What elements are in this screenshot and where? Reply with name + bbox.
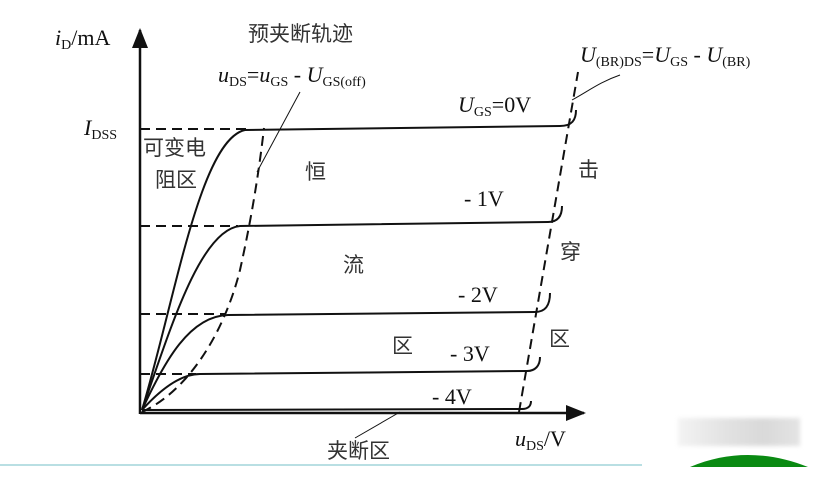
- breakdown-char-2: 穿: [560, 240, 581, 264]
- x-axis-label: uDS/V: [515, 426, 566, 454]
- pinchoff-region-label: 夹断区: [327, 439, 390, 463]
- breakdown-char-3: 区: [549, 327, 570, 351]
- curve-ugs-minus2v: [141, 292, 551, 411]
- y-axis-label: iD/mA: [55, 25, 111, 53]
- ugs-minus2v-label: - 2V: [458, 282, 498, 307]
- breakdown-trajectory: [518, 71, 579, 413]
- curve-ugs-minus4v: [141, 400, 532, 411]
- breakdown-pointer: [571, 74, 621, 101]
- blurred-watermark: [678, 418, 800, 446]
- preclamp-trajectory: [141, 127, 265, 413]
- ugs-minus1v-label: - 1V: [464, 186, 504, 211]
- ugs-0v-label: UGS=0V: [458, 92, 532, 120]
- variable-resistance-region-line2: 阻区: [155, 168, 197, 192]
- curve-ugs-minus3v: [141, 356, 541, 411]
- curve-ugs-0v: [141, 109, 577, 411]
- preclamp-pointer: [256, 91, 301, 173]
- ugs-minus3v-label: - 3V: [450, 341, 490, 366]
- curve-ugs-minus1v: [141, 205, 563, 411]
- idss-label: IDSS: [84, 115, 118, 143]
- ugs-minus4v-label: - 4V: [432, 384, 472, 409]
- preclamp-title: 预夹断轨迹: [248, 22, 353, 46]
- breakdown-char-1: 击: [578, 158, 599, 182]
- constant-current-char-3: 区: [392, 334, 413, 358]
- constant-current-char-2: 流: [343, 253, 364, 277]
- pinchoff-pointer: [354, 411, 401, 439]
- preclamp-equation: uDS=uGS - UGS(off): [218, 62, 366, 90]
- breakdown-equation: U(BR)DS=UGS - U(BR): [580, 42, 751, 70]
- variable-resistance-region-line1: 可变电: [143, 136, 206, 160]
- green-arc-decoration: [690, 454, 808, 467]
- constant-current-char-1: 恒: [305, 160, 326, 184]
